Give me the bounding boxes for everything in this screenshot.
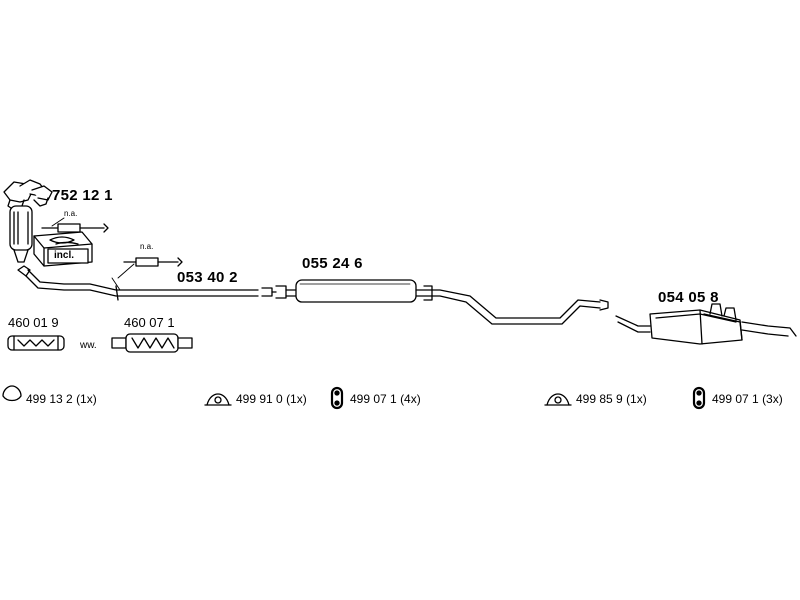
oxygen-sensor-lower	[117, 257, 183, 279]
part-label-catalytic-converter: 752 12 1	[52, 187, 113, 204]
accessory-3: 499 07 1 (4x)	[350, 393, 421, 405]
note-incl: incl.	[54, 250, 75, 261]
catalytic-converter	[3, 179, 53, 263]
rubber-hanger-icon	[330, 386, 344, 410]
accessory-qty: (1x)	[286, 392, 307, 406]
flex-pipe-a	[7, 335, 65, 351]
middle-silencer	[261, 279, 609, 325]
front-pipe	[17, 265, 259, 301]
note-ww: ww.	[80, 340, 97, 351]
accessory-4: 499 85 9 (1x)	[576, 393, 647, 405]
accessory-2: 499 91 0 (1x)	[236, 393, 307, 405]
accessory-part: 499 85 9	[576, 392, 623, 406]
accessory-part: 499 07 1	[350, 392, 397, 406]
rear-silencer	[615, 303, 797, 345]
incl-box	[33, 231, 93, 267]
accessory-1: 499 13 2 (1x)	[26, 393, 97, 405]
accessory-qty: (1x)	[76, 392, 97, 406]
part-label-flex-pipe-b: 460 07 1	[124, 315, 175, 330]
gasket-ring-icon	[2, 385, 22, 402]
gasket-ring-icon	[544, 393, 572, 406]
accessory-qty: (4x)	[400, 392, 421, 406]
part-label-front-pipe: 053 40 2	[177, 269, 238, 286]
accessory-part: 499 07 1	[712, 392, 759, 406]
part-label-middle-silencer: 055 24 6	[302, 255, 363, 272]
oxygen-sensor-upper	[41, 217, 109, 233]
accessory-qty: (1x)	[626, 392, 647, 406]
part-label-rear-silencer: 054 05 8	[658, 289, 719, 306]
note-na-upper: n.a.	[64, 209, 78, 218]
accessory-part: 499 91 0	[236, 392, 283, 406]
accessory-5: 499 07 1 (3x)	[712, 393, 783, 405]
flex-pipe-b	[111, 333, 193, 353]
accessory-qty: (3x)	[762, 392, 783, 406]
note-na-lower: n.a.	[140, 242, 154, 251]
accessory-part: 499 13 2	[26, 392, 73, 406]
part-label-flex-pipe-a: 460 01 9	[8, 315, 59, 330]
rubber-hanger-icon	[692, 386, 706, 410]
gasket-ring-icon	[204, 393, 232, 406]
